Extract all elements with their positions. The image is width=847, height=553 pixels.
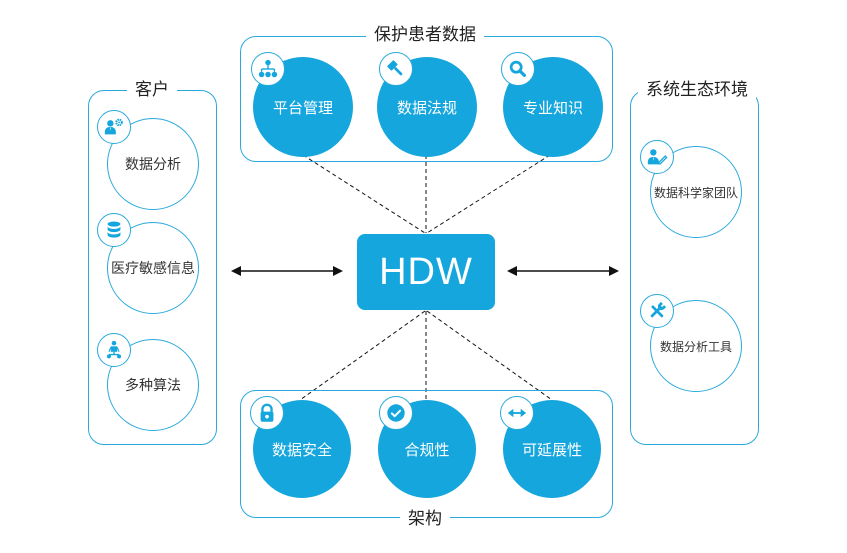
bottom-item-label: 可延展性 xyxy=(521,440,582,459)
left-item-label: 数据分析 xyxy=(125,157,181,173)
bottom-item-label: 合规性 xyxy=(404,440,450,459)
lock-icon xyxy=(250,396,284,430)
right-item-label: 数据科学家团队 xyxy=(653,185,738,200)
horizontal-arrows-icon xyxy=(500,396,534,430)
user-edit-icon xyxy=(640,140,674,174)
top-item-platform-management[interactable]: 平台管理 xyxy=(253,57,353,157)
dashed-connector-top-left xyxy=(302,154,426,234)
check-circle-icon xyxy=(379,396,413,430)
right-item-label: 数据分析工具 xyxy=(659,339,732,354)
hdw-label: HDW xyxy=(379,250,473,293)
top-item-label: 平台管理 xyxy=(272,98,333,117)
dashed-connector-bottom-left xyxy=(299,310,426,401)
tools-icon xyxy=(640,294,674,328)
bottom-item-label: 数据安全 xyxy=(271,440,332,459)
user-gear-icon xyxy=(97,110,131,144)
right-group-title: 系统生态环境 xyxy=(638,80,756,100)
dashed-connector-top-right xyxy=(426,154,551,234)
bottom-group-title: 架构 xyxy=(400,509,450,529)
top-item-label: 专业知识 xyxy=(522,98,583,117)
left-group-title: 客户 xyxy=(127,80,177,100)
top-group-title: 保护患者数据 xyxy=(366,25,484,45)
dashed-connector-bottom-right xyxy=(426,310,553,401)
hdw-center-node[interactable]: HDW xyxy=(357,234,495,310)
left-item-label: 医疗敏感信息 xyxy=(111,261,195,277)
search-icon xyxy=(501,52,535,86)
network-icon xyxy=(97,333,131,367)
left-item-label: 多种算法 xyxy=(125,378,181,394)
database-icon xyxy=(97,213,131,247)
top-item-label: 数据法规 xyxy=(396,98,457,117)
gavel-icon xyxy=(379,52,413,86)
hierarchy-icon xyxy=(251,52,285,86)
